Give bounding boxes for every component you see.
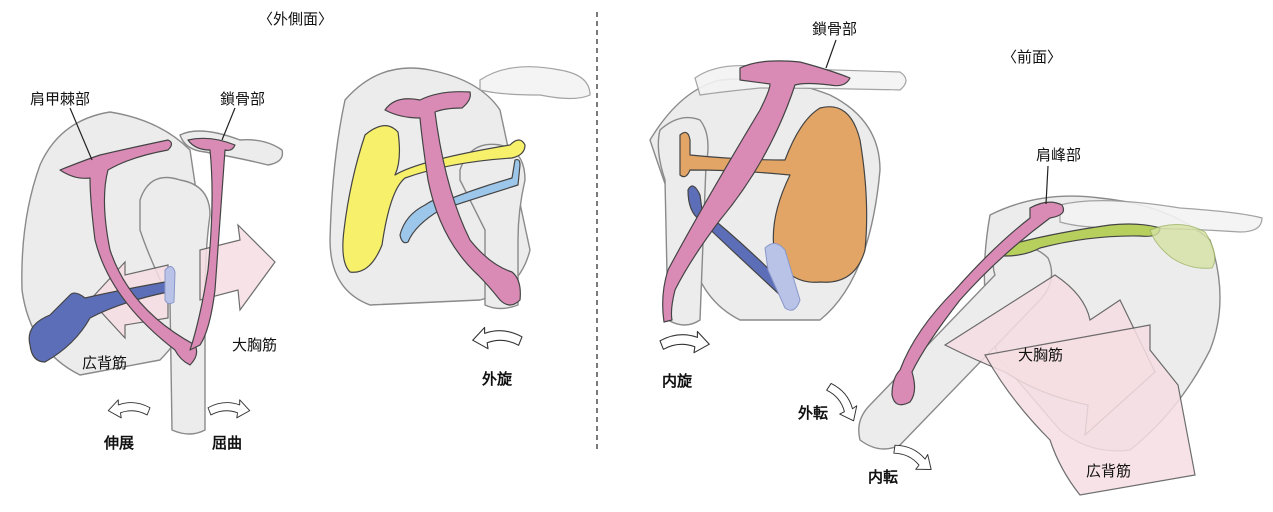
external-rotation-arrow <box>473 327 522 348</box>
label-clavicular-part-left: 鎖骨部 <box>220 90 265 108</box>
label-latissimus-dorsi-right: 広背筋 <box>1086 462 1131 480</box>
label-internal-rotation: 内旋 <box>662 372 693 390</box>
label-clavicular-part-right: 鎖骨部 <box>812 20 857 38</box>
label-abduction: 外転 <box>797 404 828 422</box>
right-view-title: 〈前面〉 <box>1002 48 1062 66</box>
middle-shoulder-figure: 外旋 <box>330 67 590 388</box>
label-extension: 伸展 <box>103 434 134 452</box>
label-pectoralis-major-left: 大胸筋 <box>232 336 277 354</box>
extension-arrow <box>108 400 150 418</box>
label-acromial-part: 肩峰部 <box>1036 146 1081 164</box>
tendon-mark <box>165 266 175 303</box>
label-scapular-spine-part: 肩甲棘部 <box>30 90 90 108</box>
label-pectoralis-major-right: 大胸筋 <box>1018 346 1063 364</box>
label-external-rotation: 外旋 <box>481 370 513 388</box>
clavicle-bone-middle <box>480 67 590 99</box>
anterior-shoulder-figure: 鎖骨部 内旋 <box>650 20 906 390</box>
abduction-arrow <box>822 379 862 425</box>
internal-rotation-arrow <box>660 331 709 352</box>
label-flexion: 屈曲 <box>212 434 242 452</box>
left-view-title: 〈外側面〉 <box>258 10 333 28</box>
left-shoulder-figure: 肩甲棘部 鎖骨部 広背筋 大胸筋 伸展 屈曲 <box>22 90 283 452</box>
label-adduction: 内転 <box>868 468 898 486</box>
flexion-arrow <box>208 400 250 418</box>
label-latissimus-dorsi-left: 広背筋 <box>82 354 127 372</box>
